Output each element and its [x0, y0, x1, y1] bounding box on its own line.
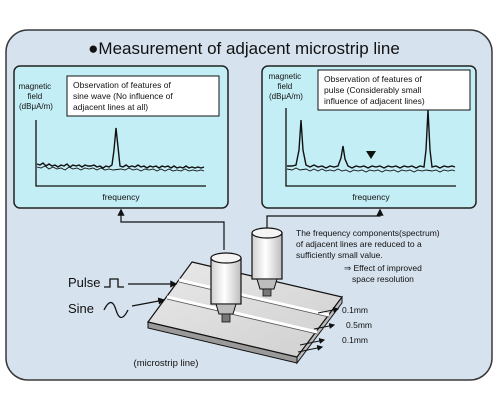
dimension-label: 0.5mm — [346, 320, 372, 330]
note-line: pulse (Considerably small — [324, 85, 421, 95]
probe-tip — [262, 288, 272, 297]
panel-pulse: magnetic field (dBμA/m) Observation of f… — [261, 65, 477, 209]
panel-sine: magnetic field (dBμA/m) Observation of f… — [13, 65, 229, 209]
leader-arrow-pulse — [266, 208, 384, 230]
probe-tip — [221, 313, 231, 323]
sine-input-arrow — [131, 297, 166, 307]
annotation-line: ⇒ Effect of improved — [344, 263, 422, 273]
dimension-label: 0.1mm — [342, 335, 368, 345]
note-line: Observation of features of — [73, 80, 171, 90]
note-line: influence of adjacent lines) — [324, 96, 425, 106]
panel-pulse-axes — [285, 108, 456, 187]
pulse-wave-icon — [104, 278, 124, 288]
board-caption: (microstrip line) — [134, 358, 199, 369]
microstrip-line-sine — [166, 295, 318, 334]
panel-sine-ylabel: magnetic field (dBμA/m) — [19, 82, 54, 111]
probe-pulse — [251, 227, 283, 297]
panel-pulse-spectrum — [287, 109, 456, 169]
effect-annotation: The frequency components(spectrum) of ad… — [296, 228, 442, 284]
annotation-line: space resolution — [352, 274, 414, 284]
sine-label: Sine — [68, 301, 94, 316]
annotation-line: sufficiently small value. — [296, 250, 383, 260]
leader-arrow-sine — [117, 208, 225, 250]
panel-pulse-ylabel: magnetic field (dBμA/m) — [269, 72, 304, 101]
dimension-arrow — [317, 306, 340, 314]
triangle-marker-icon — [366, 151, 376, 159]
note-line: adjacent lines at all) — [73, 102, 148, 112]
diagram-title: ●Measurement of adjacent microstrip line — [88, 39, 400, 58]
panel-sine-spectrum-noise — [36, 165, 205, 172]
ylabel-line: (dBμA/m) — [269, 92, 303, 101]
microstrip-line-sine-edge — [166, 298, 318, 335]
dimension-arrow — [299, 338, 326, 346]
probe-neck — [215, 303, 237, 315]
annotation-line: The frequency components(spectrum) — [296, 228, 440, 238]
dimension-label: 0.1mm — [342, 305, 368, 315]
probe-neck — [256, 278, 278, 290]
note-line: sine wave (No influence of — [73, 91, 173, 101]
microstrip-line-pulse — [178, 278, 330, 317]
panel-sine-note: Observation of features of sine wave (No… — [73, 80, 175, 112]
dimension-arrow — [313, 322, 336, 330]
dimension-arrow — [297, 345, 324, 353]
probe-body — [210, 257, 242, 305]
panel-sine-note-box — [66, 75, 220, 117]
probe-top — [251, 227, 283, 239]
pulse-label: Pulse — [68, 275, 101, 290]
panel-sine-xlabel: frequency — [102, 192, 140, 202]
ylabel-line: field — [28, 92, 43, 101]
annotation-line: of adjacent lines are reduced to a — [296, 239, 422, 249]
sine-wave-icon — [103, 301, 129, 319]
panel-pulse-note-box — [317, 69, 471, 111]
panel-sine-spectrum — [36, 127, 205, 169]
panel-pulse-xlabel: frequency — [352, 192, 390, 202]
ylabel-line: magnetic — [19, 82, 51, 91]
ylabel-line: field — [278, 82, 293, 91]
probe-sine — [210, 252, 242, 323]
panel-pulse-note: Observation of features of pulse (Consid… — [324, 74, 425, 106]
panel-pulse-spectrum-noise — [286, 167, 456, 173]
probe-body — [251, 232, 283, 280]
ylabel-line: magnetic — [269, 72, 301, 81]
dimension-markers: 0.1mm 0.5mm 0.1mm — [297, 305, 372, 353]
ylabel-line: (dBμA/m) — [19, 102, 53, 111]
note-line: Observation of features of — [324, 74, 422, 84]
probe-top — [210, 252, 242, 264]
panel-sine-axes — [35, 120, 206, 187]
microstrip-line-pulse-edge — [178, 281, 330, 318]
